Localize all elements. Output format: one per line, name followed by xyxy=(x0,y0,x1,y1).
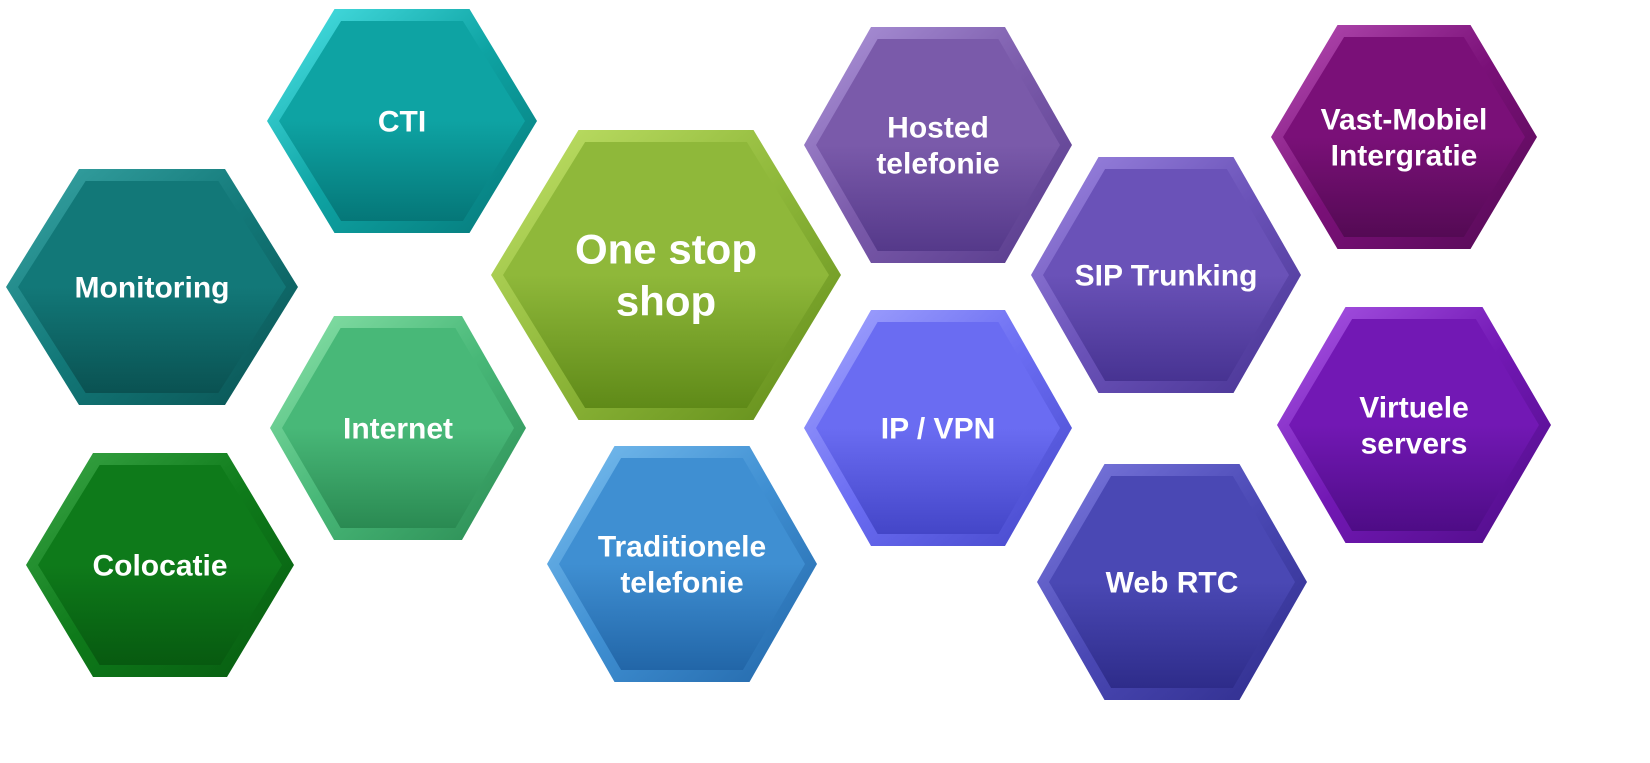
hex-label: servers xyxy=(1361,428,1468,461)
hex-face xyxy=(18,181,286,393)
hex-label: IP / VPN xyxy=(881,413,996,446)
hex-face xyxy=(1289,319,1539,531)
hex-label: Web RTC xyxy=(1106,567,1239,600)
hex-label: Vast-Mobiel xyxy=(1321,104,1488,137)
hex-monitoring: Monitoring xyxy=(6,169,298,405)
hex-label: Virtuele xyxy=(1359,392,1469,425)
hex-label: CTI xyxy=(378,106,426,139)
hex-face xyxy=(816,39,1060,251)
hex-face xyxy=(282,328,514,528)
hex-face xyxy=(503,142,829,408)
hex-label: telefonie xyxy=(876,148,999,181)
hex-label: Intergratie xyxy=(1331,140,1478,173)
hex-label: telefonie xyxy=(620,567,743,600)
hex-ip-vpn: IP / VPN xyxy=(804,310,1072,546)
hex-face xyxy=(1043,169,1289,381)
hex-face xyxy=(559,458,805,670)
hex-label: Colocatie xyxy=(92,550,227,583)
hex-label: shop xyxy=(616,278,716,325)
hex-cti: CTI xyxy=(267,9,537,233)
hex-colocatie: Colocatie xyxy=(26,453,294,677)
hex-label: Hosted xyxy=(887,112,989,145)
hex-face xyxy=(1049,476,1295,688)
hex-label: Traditionele xyxy=(598,531,766,564)
hex-label: Monitoring xyxy=(75,272,230,305)
hex-face xyxy=(279,21,525,221)
hex-face xyxy=(816,322,1060,534)
hex-web-rtc: Web RTC xyxy=(1037,464,1307,700)
hex-face xyxy=(38,465,282,665)
hex-label: SIP Trunking xyxy=(1075,260,1258,293)
hex-sip-trunking: SIP Trunking xyxy=(1031,157,1301,393)
hex-label: One stop xyxy=(575,226,757,273)
hex-label: Internet xyxy=(343,413,453,446)
hex-internet: Internet xyxy=(270,316,526,540)
hex-center: One stop shop xyxy=(491,130,841,420)
hex-face xyxy=(1283,37,1525,237)
